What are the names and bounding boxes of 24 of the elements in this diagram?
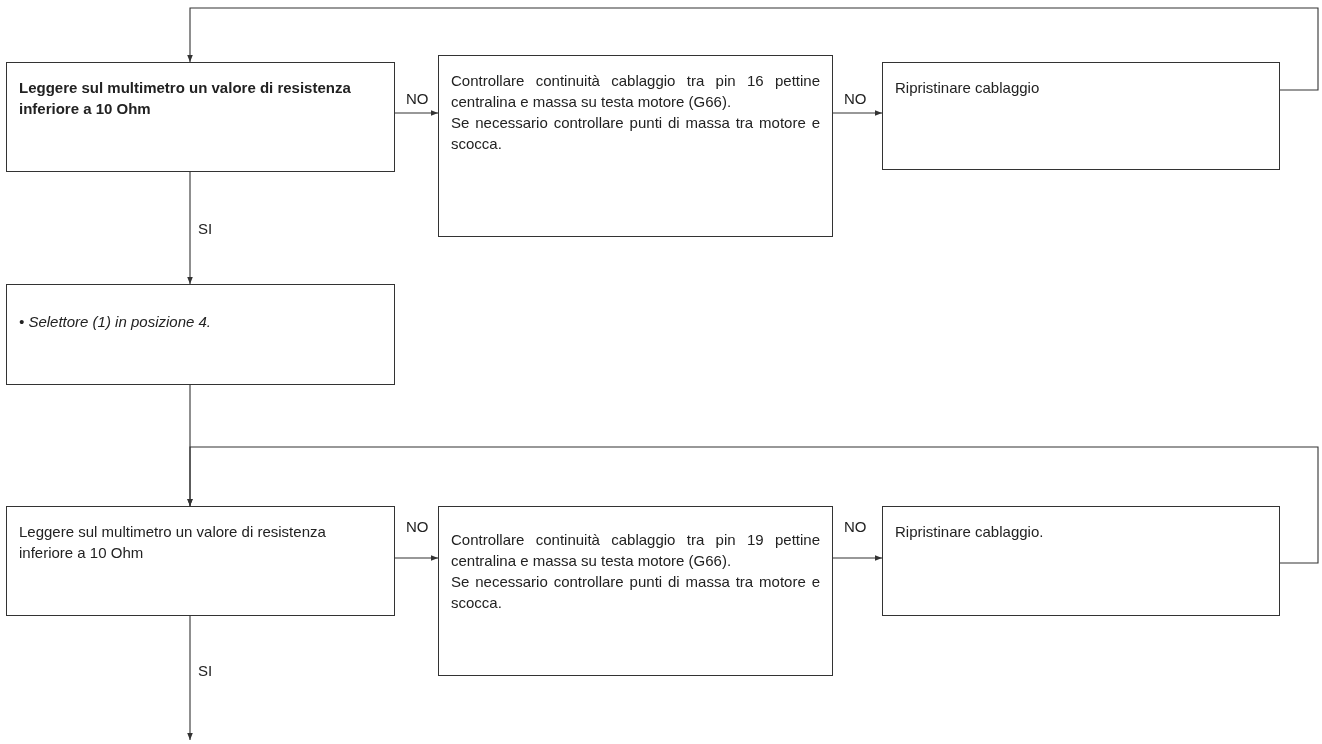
arrow [394,110,439,116]
process-box [6,284,395,385]
arrow [832,555,883,561]
process-box [6,506,395,616]
arrow [187,615,193,741]
box-text: Leggere sul multimetro un valore di resistenza inferiore a 10 Ohm [19,78,352,119]
box-text: Se necessario controllare punti di massa tra motore e scocca. [451,113,820,154]
box-text: Se necessario controllare punti di massa tra motore e scocca. [451,572,820,613]
process-box [882,62,1280,170]
box-text: Leggere sul multimetro un valore di resistenza inferiore a 10 Ohm [19,522,327,563]
arrow [394,555,439,561]
process-box [438,506,833,676]
arrow [832,110,883,116]
box-text: Ripristinare cablaggio. [895,522,1045,542]
process-box [438,55,833,237]
box-text: Controllare continuità cablaggio tra pin 16 pettine centralina e massa su testa motore (G66). [451,71,820,112]
box-text: Controllare continuità cablaggio tra pin 19 pettine centralina e massa su testa motore (G66). [451,530,820,571]
box-text: • Selettore (1) in posizione 4. [19,312,213,332]
arrow [187,446,1319,564]
arrow [187,7,1319,91]
arrow [187,171,193,285]
box-text: Ripristinare cablaggio [895,78,1041,98]
process-box [882,506,1280,616]
process-box [6,62,395,172]
